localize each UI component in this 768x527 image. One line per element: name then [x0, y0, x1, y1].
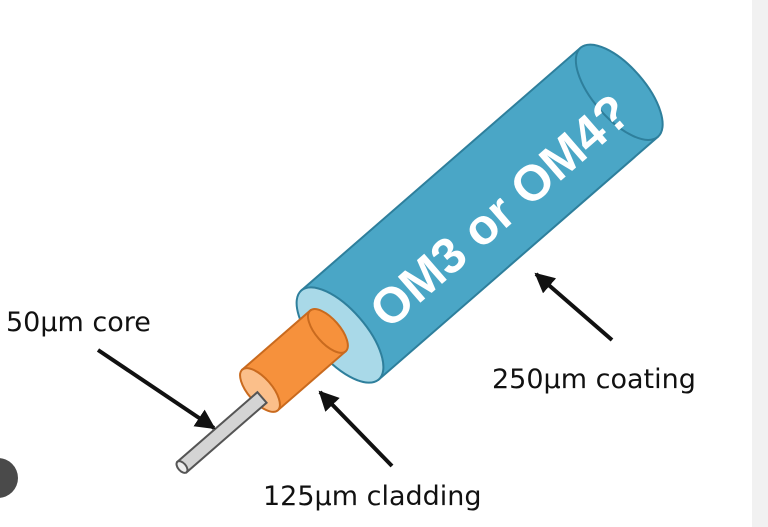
- cladding-label: 125µm cladding: [263, 481, 482, 512]
- core-body: [175, 390, 269, 474]
- corner-button[interactable]: [0, 458, 18, 498]
- cladding-arrow: [318, 390, 394, 468]
- coating-label: 250µm coating: [492, 364, 696, 395]
- cladding-cylinder: [239, 308, 349, 413]
- core-arrow: [96, 348, 216, 430]
- core-label: 50µm core: [6, 307, 151, 338]
- coating-far-end: [574, 43, 664, 141]
- core-end: [175, 460, 189, 474]
- cladding-far-end: [307, 308, 349, 354]
- right-edge-strip: [752, 0, 768, 527]
- core-rod: [175, 390, 269, 474]
- coating-arrow: [534, 272, 614, 342]
